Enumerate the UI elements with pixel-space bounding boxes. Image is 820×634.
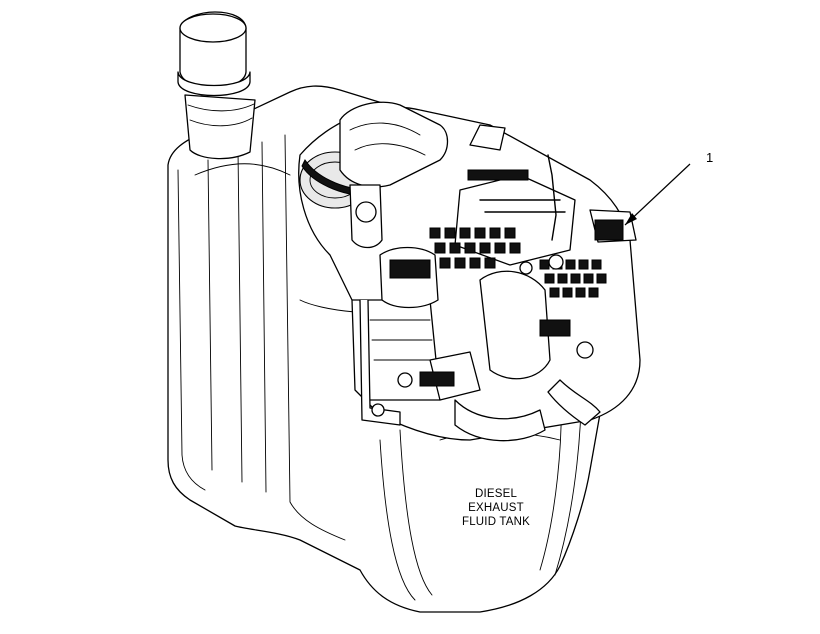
assembly-detail-blocks	[389, 154, 624, 388]
tank-label: DIESEL EXHAUST FLUID TANK	[462, 488, 530, 528]
callout-1-label: 1	[706, 150, 713, 165]
tank-label-line2: EXHAUST	[468, 502, 524, 514]
callout-1-leader	[624, 163, 691, 226]
tank-label-line3: FLUID TANK	[462, 516, 530, 528]
callout-1: 1	[624, 150, 713, 226]
tank-label-line1: DIESEL	[475, 488, 518, 500]
filler-neck-cap	[177, 11, 256, 160]
def-pump-assembly	[298, 101, 641, 442]
callout-1-arrowhead	[625, 213, 637, 225]
mounting-bracket	[352, 299, 401, 426]
